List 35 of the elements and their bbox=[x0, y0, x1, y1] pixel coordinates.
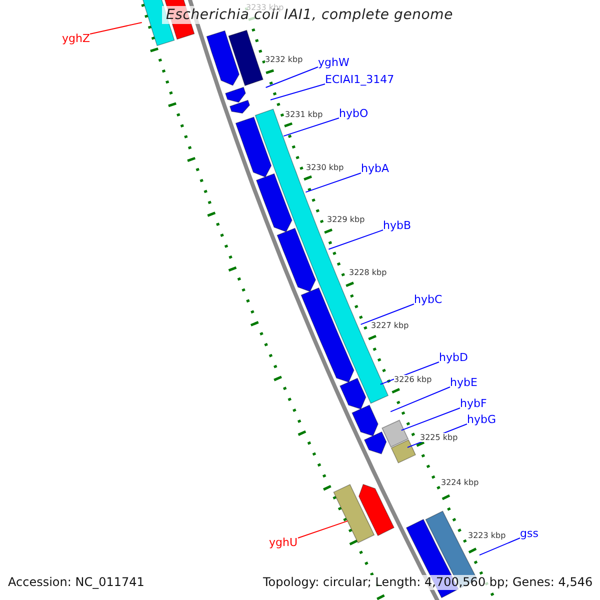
gene-label: yghW bbox=[318, 56, 350, 69]
gene-label: hybF bbox=[460, 397, 487, 410]
scale-label: 3231 kbp bbox=[285, 110, 323, 119]
scale-label: 3225 kbp bbox=[420, 433, 458, 442]
scale-label: 3230 kbp bbox=[306, 163, 344, 172]
leader-line bbox=[283, 118, 340, 137]
scale-label: 3232 kbp bbox=[265, 55, 303, 64]
gene-label: hybE bbox=[450, 376, 478, 389]
leader-line bbox=[479, 538, 520, 556]
scale-label: 3226 kbp bbox=[394, 375, 432, 384]
gene-label: gss bbox=[520, 527, 538, 540]
leader-line bbox=[390, 386, 450, 412]
gene-label: hybD bbox=[439, 351, 468, 364]
scale-label: 3229 kbp bbox=[327, 215, 365, 224]
leader-line bbox=[305, 172, 362, 193]
gene-label: hybB bbox=[383, 219, 412, 232]
gene-label: hybA bbox=[361, 162, 389, 175]
gene-label: hybO bbox=[339, 107, 368, 120]
scale-label: 3223 kbp bbox=[468, 531, 506, 540]
leader-line bbox=[400, 408, 460, 431]
gene-label: ECIAI1_3147 bbox=[325, 73, 394, 86]
leader-line bbox=[270, 84, 326, 100]
leader-line bbox=[90, 22, 142, 34]
leader-line bbox=[298, 520, 348, 538]
scale-label: 3224 kbp bbox=[441, 478, 479, 487]
gene-label: hybC bbox=[414, 293, 442, 306]
footer-text: Accession: NC_011741 bbox=[8, 575, 144, 590]
leader-line bbox=[328, 230, 384, 250]
gene-label: hybG bbox=[467, 413, 496, 426]
scale-label: 3227 kbp bbox=[371, 321, 409, 330]
gene-label: yghU bbox=[269, 536, 298, 549]
leader-line bbox=[265, 66, 318, 88]
leader-line bbox=[360, 304, 414, 325]
gene-label: yghZ bbox=[62, 32, 90, 45]
scale-label: 3228 kbp bbox=[349, 268, 387, 277]
